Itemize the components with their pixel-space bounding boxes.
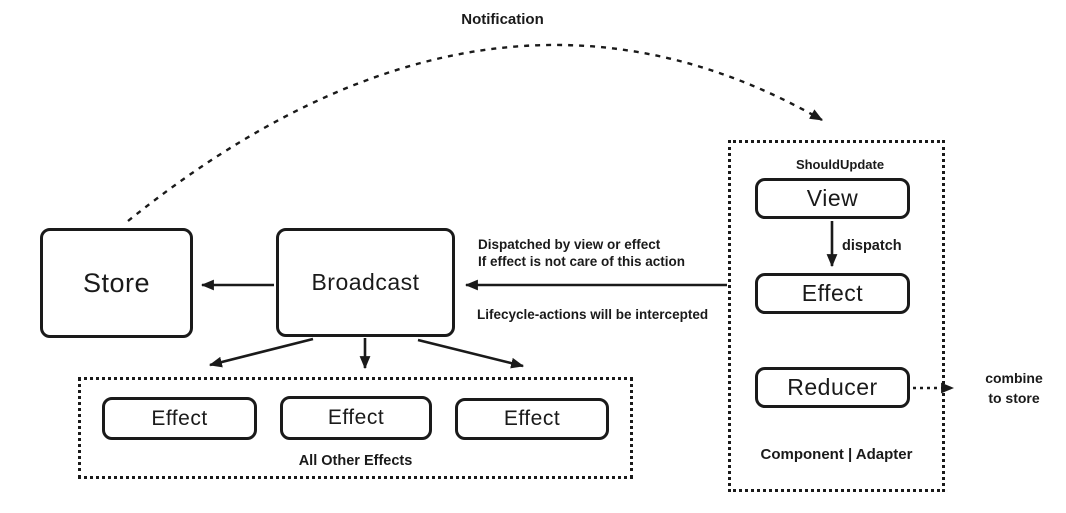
other-effect-node-2: Effect — [280, 396, 432, 440]
lifecycle-note: Lifecycle-actions will be intercepted — [477, 307, 709, 322]
other-effect-label-3: Effect — [503, 407, 561, 430]
broadcast-to-effect3-arrow — [417, 338, 525, 369]
should-update-label: ShouldUpdate — [795, 157, 885, 172]
view-label: View — [806, 185, 859, 211]
notification-arc-arrow — [127, 43, 823, 222]
other-effect-node-1: Effect — [102, 397, 257, 440]
other-effect-node-3: Effect — [455, 398, 609, 440]
dispatch-note-line2: If effect is not care of this action — [478, 254, 686, 269]
dispatch-note-line1: Dispatched by view or effect — [478, 237, 661, 252]
broadcast-to-effect1-arrow — [208, 337, 314, 368]
broadcast-label: Broadcast — [311, 269, 420, 295]
reducer-node: Reducer — [755, 367, 910, 408]
store-node: Store — [40, 228, 193, 338]
other-effect-label-2: Effect — [327, 406, 385, 429]
notification-label: Notification — [461, 11, 544, 28]
dispatch-label: dispatch — [842, 238, 902, 254]
reducer-label: Reducer — [787, 374, 878, 400]
other-effects-caption: All Other Effects — [298, 453, 413, 469]
component-effect-node: Effect — [755, 273, 910, 314]
broadcast-node: Broadcast — [276, 228, 455, 337]
component-caption: Component | Adapter — [760, 446, 913, 463]
combine-note-line2: to store — [988, 390, 1040, 406]
component-effect-label: Effect — [801, 280, 864, 306]
view-node: View — [755, 178, 910, 219]
combine-note-line1: combine — [985, 370, 1043, 386]
other-effect-label-1: Effect — [151, 406, 208, 430]
store-label: Store — [82, 267, 151, 298]
